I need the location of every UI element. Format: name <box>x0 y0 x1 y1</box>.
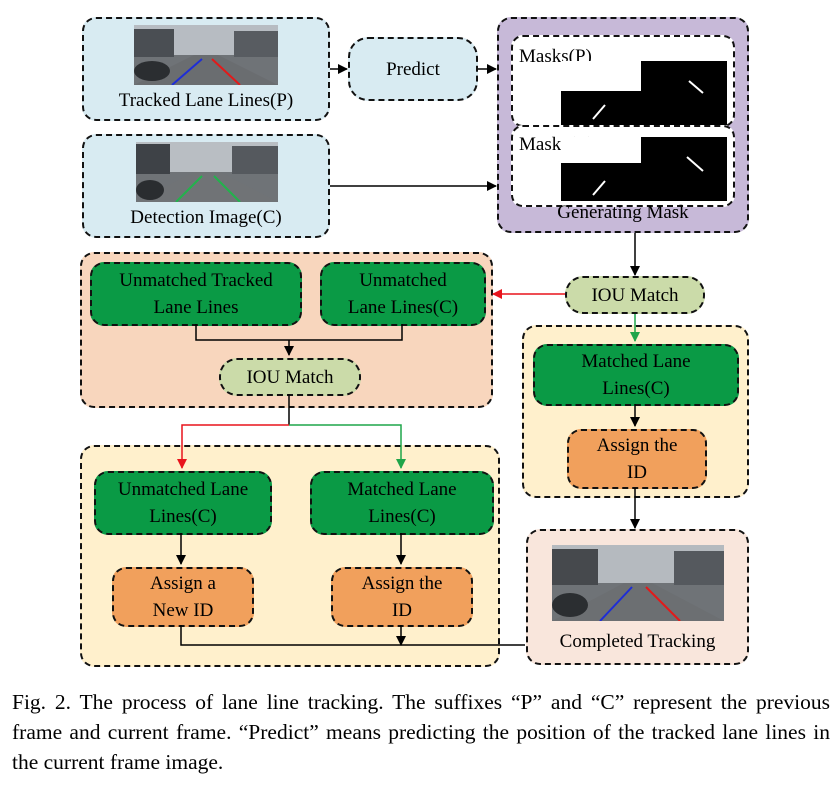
assign-new-id-node: Assign a New ID <box>112 567 254 627</box>
predict-label: Predict <box>386 58 440 80</box>
unmatched-tracked-line1: Unmatched Tracked <box>119 270 273 291</box>
iou-match-left-node: IOU Match <box>219 358 361 396</box>
matched-bottom-node: Matched Lane Lines(C) <box>310 471 494 535</box>
unmatched-tracked-line2: Lane Lines <box>153 297 239 318</box>
generating-mask-label: Generating Mask <box>557 202 689 223</box>
mask-c-image <box>561 137 727 201</box>
bottom-group-box: Unmatched Lane Lines(C) Matched Lane Lin… <box>80 445 500 667</box>
unmatched-tracked-node: Unmatched Tracked Lane Lines <box>90 262 302 326</box>
figure-caption: Fig. 2. The process of lane line trackin… <box>12 690 830 774</box>
mask-p-panel: Masks(P) <box>511 35 735 127</box>
unmatched-current-top-line2: Lane Lines(C) <box>347 297 459 318</box>
unmatched-bottom-line2: Lines(C) <box>149 506 217 527</box>
tracked-frame-image <box>134 25 278 85</box>
detection-image-box: Detection Image(C) <box>82 134 330 238</box>
completed-frame-image <box>552 545 724 621</box>
matched-right-group-box: Matched Lane Lines(C) Assign the ID <box>522 325 749 498</box>
iou-match-right-node: IOU Match <box>565 276 705 314</box>
matched-bottom-line2: Lines(C) <box>368 506 436 527</box>
unmatched-group-box: Unmatched Tracked Lane Lines Unmatched L… <box>80 252 493 408</box>
matched-right-node: Matched Lane Lines(C) <box>533 344 739 406</box>
assign-new-id-line2: New ID <box>152 600 214 621</box>
completed-tracking-box: Completed Tracking <box>526 529 749 665</box>
detection-frame-image <box>136 142 278 202</box>
assign-id-bottom-node: Assign the ID <box>331 567 473 627</box>
completed-tracking-label: Completed Tracking <box>559 631 716 652</box>
assign-id-right-line1: Assign the <box>596 435 678 456</box>
tracked-lane-lines-label: Tracked Lane Lines(P) <box>118 90 294 111</box>
unmatched-bottom-line1: Unmatched Lane <box>117 479 249 500</box>
unmatched-current-top-node: Unmatched Lane Lines(C) <box>320 262 486 326</box>
tracked-lane-lines-box: Tracked Lane Lines(P) <box>82 17 330 121</box>
unmatched-bottom-node: Unmatched Lane Lines(C) <box>94 471 272 535</box>
assign-id-bottom-line1: Assign the <box>361 573 443 594</box>
unmatched-current-top-line1: Unmatched <box>359 270 447 291</box>
mask-c-panel: Masks(C) <box>511 125 735 207</box>
assign-id-bottom-line2: ID <box>391 600 413 621</box>
assign-id-right-node: Assign the ID <box>567 429 707 489</box>
assign-new-id-line1: Assign a <box>150 573 216 594</box>
predict-node: Predict <box>348 37 478 101</box>
matched-bottom-line1: Matched Lane <box>347 479 457 500</box>
mask-p-image <box>561 61 727 125</box>
iou-match-left-label: IOU Match <box>246 366 334 388</box>
assign-id-right-line2: ID <box>626 462 648 483</box>
matched-right-line1: Matched Lane <box>581 351 691 372</box>
iou-match-right-label: IOU Match <box>591 284 679 306</box>
generating-mask-box: Masks(P) Masks(C) Generating Mask <box>497 17 749 233</box>
matched-right-line2: Lines(C) <box>602 378 670 399</box>
detection-image-label: Detection Image(C) <box>130 207 282 228</box>
